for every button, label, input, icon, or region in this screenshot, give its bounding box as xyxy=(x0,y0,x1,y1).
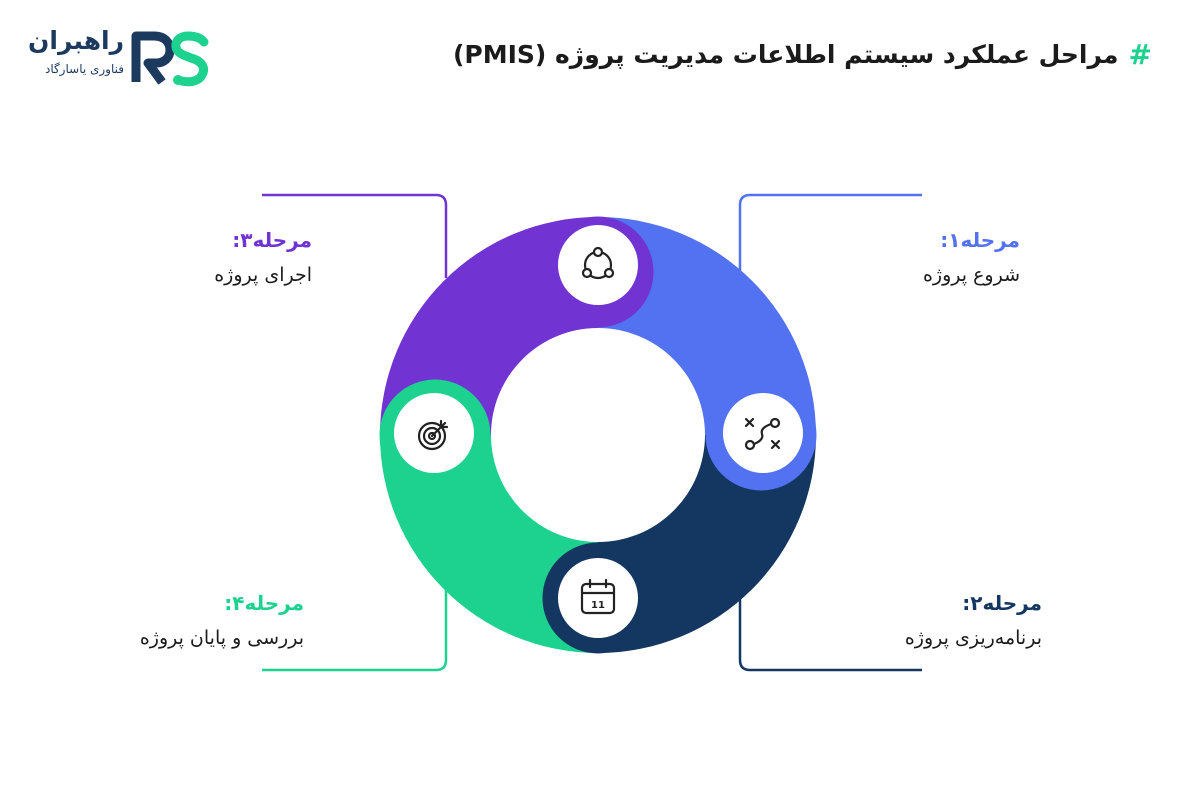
hash-icon: # xyxy=(1128,38,1152,71)
stage-2: مرحله۲: برنامه‌ریزی پروژه xyxy=(842,589,1042,653)
stage-2-label: مرحله۲: xyxy=(962,591,1042,615)
target-icon xyxy=(417,419,449,451)
page-title: مراحل عملکرد سیستم اطلاعات مدیریت پروژه … xyxy=(452,40,1119,69)
stage-1-label: مرحله۱: xyxy=(940,228,1020,252)
stage1-bracket xyxy=(738,193,922,278)
stage-2-text: برنامه‌ریزی پروژه xyxy=(904,627,1042,649)
stage-1: مرحله۱: شروع پروژه xyxy=(820,226,1020,290)
calendar-icon xyxy=(580,578,616,615)
calendar-number: 11 xyxy=(591,600,605,611)
stage-4-text: بررسی و پایان پروژه xyxy=(139,627,304,649)
path-route-icon xyxy=(744,417,781,451)
logo-subtitle: فناوری یاسارگاد xyxy=(44,62,124,76)
icon-disc-stage2 xyxy=(558,558,638,638)
icon-disc-stage3 xyxy=(558,225,638,305)
header: # مراحل عملکرد سیستم اطلاعات مدیریت پروژ… xyxy=(453,38,1152,71)
logo-text: راهبران فناوری یاسارگاد xyxy=(26,26,124,78)
logo: راهبران فناوری یاسارگاد xyxy=(26,26,209,90)
stage2-bracket xyxy=(738,590,922,672)
stage3-bracket xyxy=(262,193,448,278)
stage-3-label: مرحله۳: xyxy=(232,228,312,252)
stage-4: مرحله۴: بررسی و پایان پروژه xyxy=(104,589,304,653)
stage-3-text: اجرای پروژه xyxy=(214,264,312,286)
logo-mark-icon xyxy=(131,31,209,87)
icon-disc-stage1 xyxy=(723,393,803,473)
stage-4-label: مرحله۴: xyxy=(224,591,304,615)
connection-circle-icon xyxy=(581,246,615,280)
stage-3: مرحله۳: اجرای پروژه xyxy=(112,226,312,290)
logo-name: راهبران xyxy=(28,26,124,55)
stage4-bracket xyxy=(262,590,448,672)
stage-1-text: شروع پروژه xyxy=(922,264,1020,286)
